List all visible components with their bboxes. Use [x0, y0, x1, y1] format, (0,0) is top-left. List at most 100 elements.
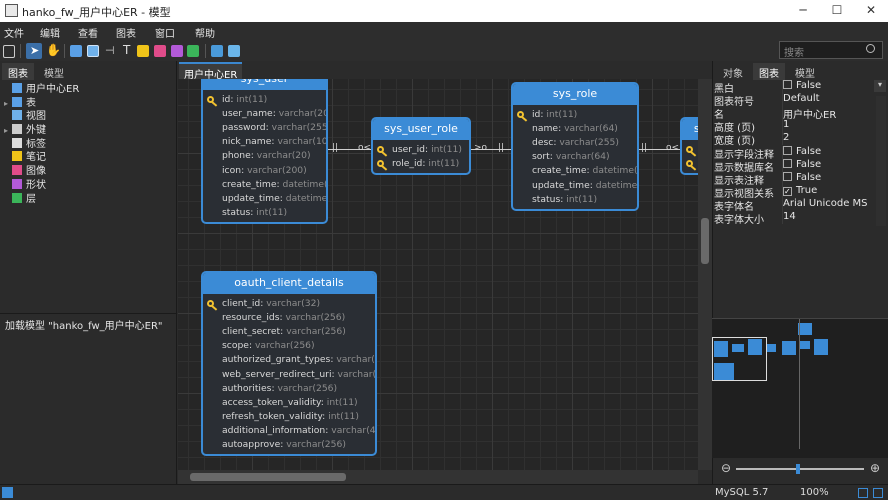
tree-item[interactable]: ▸表 [4, 94, 174, 109]
entity-field[interactable]: sort: varchar(64) [532, 151, 610, 165]
entity-field[interactable]: status: int(11) [532, 194, 597, 208]
tab-diagram-canvas[interactable]: 用户中心ER [179, 62, 243, 81]
entity-field[interactable]: password: varchar(255) [222, 122, 326, 136]
entity-title[interactable]: sy [682, 119, 698, 140]
entity-oauth-client-details[interactable]: oauth_client_details client_id: varchar(3… [201, 271, 377, 456]
property-scrollbar[interactable] [876, 96, 886, 226]
entity-field[interactable]: nick_name: varchar(100) [222, 136, 326, 150]
tree-item[interactable]: 笔记 [4, 148, 174, 163]
vertical-scroll-thumb[interactable] [701, 218, 709, 264]
close-button[interactable]: ✕ [865, 3, 877, 17]
property-row[interactable]: 宽度 (页)2 [712, 132, 888, 147]
relation-line-user-userrole[interactable] [328, 149, 372, 150]
shape-icon[interactable] [171, 45, 183, 57]
tab-object[interactable]: 对象 [723, 69, 743, 80]
entity-field[interactable]: refresh_token_validity: int(11) [222, 411, 359, 425]
menu-file[interactable]: 文件 [4, 29, 24, 40]
property-value[interactable]: 14 [783, 211, 796, 222]
checkbox-icon[interactable] [783, 158, 792, 168]
property-value[interactable]: 用户中心ER [783, 106, 836, 121]
entity-field[interactable]: client_secret: varchar(256) [222, 326, 346, 340]
maximize-button[interactable]: ☐ [831, 3, 843, 17]
zoom-in-icon[interactable]: ⊕ [870, 461, 881, 475]
property-value[interactable]: 1 [783, 119, 789, 130]
minimize-button[interactable]: ─ [799, 3, 807, 17]
zoom-slider-handle[interactable] [796, 464, 801, 474]
property-value[interactable]: ✓True [783, 185, 817, 196]
property-value[interactable]: False [783, 158, 821, 170]
chevron-right-icon[interactable]: ▸ [4, 126, 9, 136]
chevron-right-icon[interactable]: ▸ [4, 98, 9, 108]
tree-item[interactable]: 视图 [4, 107, 174, 122]
entity-field[interactable]: scope: varchar(256) [222, 340, 315, 354]
entity-field[interactable]: name: varchar(64) [532, 123, 618, 137]
checkbox-checked-icon[interactable]: ✓ [783, 186, 792, 196]
entity-field[interactable]: status: int(11) [222, 207, 287, 221]
pointer-icon[interactable]: ➤ [26, 43, 42, 59]
hand-icon[interactable]: ✋ [46, 43, 61, 57]
menu-window[interactable]: 窗口 [155, 29, 175, 40]
checkbox-icon[interactable] [783, 145, 792, 155]
entity-sys-role[interactable]: sys_role id: int(11)name: varchar(64)desc… [511, 82, 639, 211]
view-mode-alt-icon[interactable] [873, 488, 883, 498]
image-icon[interactable] [154, 45, 166, 57]
entity-sys-user[interactable]: sys_user id: int(11)user_name: varchar(20… [201, 79, 328, 224]
menu-help[interactable]: 帮助 [195, 29, 215, 40]
tree-item[interactable]: 用户中心ER [4, 80, 174, 95]
property-value[interactable]: Arial Unicode MS [783, 198, 868, 209]
save-icon[interactable] [3, 45, 15, 58]
entity-field[interactable]: icon: varchar(200) [222, 165, 307, 179]
tree-item[interactable]: 图像 [4, 162, 174, 177]
note-icon[interactable] [137, 45, 149, 57]
entity-field[interactable]: id: int(11) [222, 94, 267, 108]
property-value[interactable]: Default [783, 93, 820, 104]
tab-diagram-props[interactable]: 图表 [753, 63, 785, 80]
entity-field[interactable]: authorities: varchar(256) [222, 383, 337, 397]
entity-title[interactable]: sys_user [203, 79, 326, 90]
diagram-canvas[interactable]: || o< >o || || o< sys_userid: int(11)use… [178, 79, 698, 470]
property-value[interactable]: False [783, 145, 821, 157]
entity-field[interactable]: web_server_redirect_uri: varchar(256) [222, 369, 375, 383]
entity-field[interactable]: resource_ids: varchar(256) [222, 312, 345, 326]
property-value[interactable]: 2 [783, 132, 789, 143]
tree-item[interactable]: 形状 [4, 176, 174, 191]
tree-item[interactable]: 层 [4, 190, 174, 205]
property-value[interactable]: False [783, 80, 821, 91]
property-row[interactable]: 显示视图关系✓True [712, 184, 888, 200]
checkbox-icon[interactable] [783, 171, 792, 181]
layer-icon[interactable] [187, 45, 199, 57]
dropdown-arrow-icon[interactable]: ▾ [874, 80, 886, 92]
entity-field[interactable]: update_time: datetime(0) [222, 193, 326, 207]
label-icon[interactable]: T [123, 43, 131, 57]
entity-field[interactable]: id: int(11) [532, 109, 577, 123]
entity-field[interactable]: role_id: int(11) [392, 158, 459, 172]
relation-icon[interactable]: ⊣ [105, 44, 115, 57]
entity-field[interactable]: update_time: datetime(0) [532, 180, 637, 194]
entity-field[interactable]: autoapprove: varchar(256) [222, 439, 346, 453]
entity-title[interactable]: sys_role [513, 84, 637, 105]
menu-diagram[interactable]: 图表 [116, 29, 136, 40]
table-icon[interactable] [70, 45, 82, 57]
entity-field[interactable]: user_name: varchar(20) [222, 108, 326, 122]
view-icon[interactable] [87, 45, 99, 57]
minimap[interactable] [712, 318, 888, 458]
property-value[interactable]: False [783, 171, 821, 183]
view-mode-icon[interactable] [858, 488, 868, 498]
horizontal-scroll-thumb[interactable] [190, 473, 346, 481]
entity-field[interactable]: create_time: datetime(0) [532, 165, 637, 179]
entity-field[interactable]: user_id: int(11) [392, 144, 462, 158]
tree-item[interactable]: ▸外键 [4, 121, 174, 136]
property-row[interactable]: 名用户中心ER [712, 106, 888, 121]
entity-field[interactable]: desc: varchar(255) [532, 137, 619, 151]
entity-title[interactable]: oauth_client_details [203, 273, 375, 294]
search-icon[interactable] [866, 44, 875, 53]
entity-field[interactable]: client_id: varchar(32) [222, 298, 320, 312]
search-input[interactable]: 搜索 [779, 41, 883, 59]
property-row[interactable]: 高度 (页)1 [712, 119, 888, 134]
relation-line-userrole-role[interactable] [471, 149, 511, 150]
entity-field[interactable]: create_time: datetime(0) [222, 179, 326, 193]
